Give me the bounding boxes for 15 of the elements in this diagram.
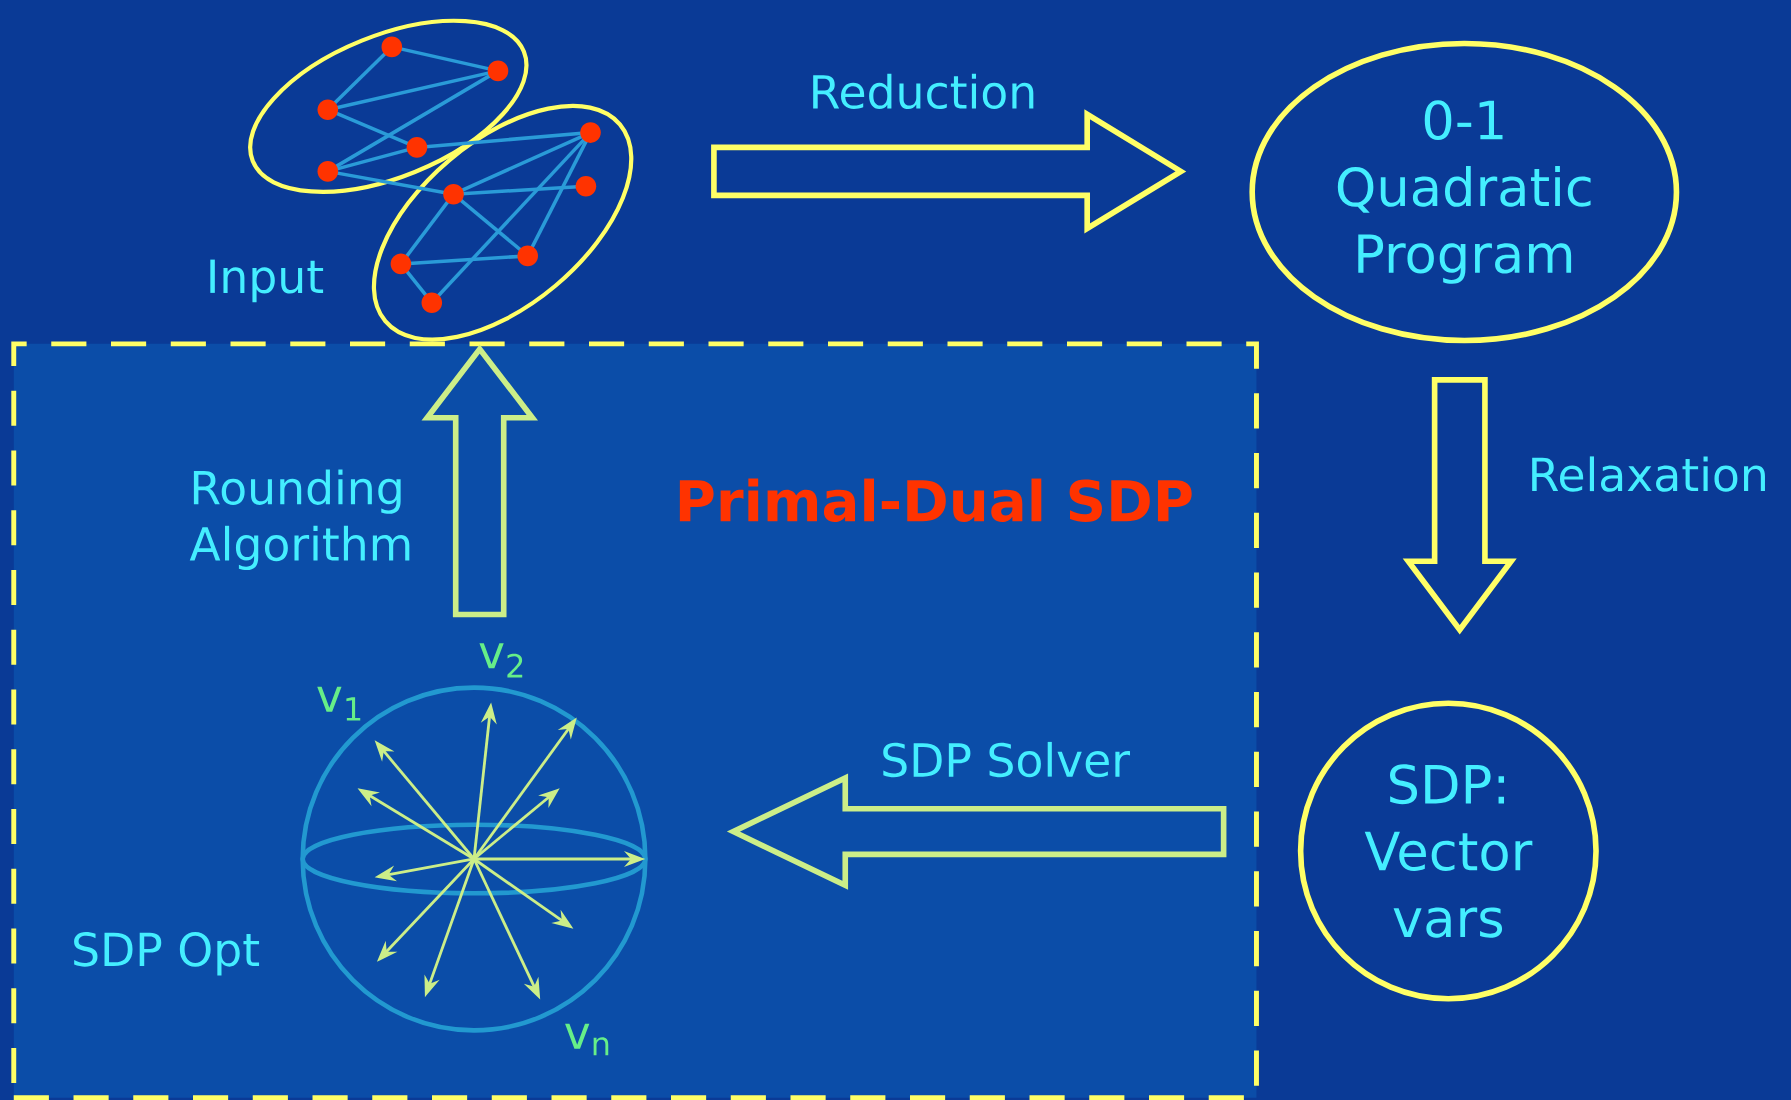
ellipse-node: 0-1 Quadratic Program [1249,40,1680,344]
vector-label: v$_{1}$ [317,686,361,721]
circle-node: SDP: Vector vars [1297,700,1599,1002]
vector-label: v$_{n}$ [565,1023,609,1056]
node-caption: SDP Opt [74,932,260,976]
edge-label: Relaxation [1532,456,1765,492]
edge-label: SDP Solver [883,741,1131,778]
node-caption: Input [210,259,324,303]
block-arrow [1402,377,1517,635]
block-arrow [726,773,1227,890]
block-arrow [421,344,538,618]
block-arrow [711,109,1187,234]
region-title: Primal-Dual SDP [679,478,1192,523]
edge-label: Reduction [813,73,1034,110]
edge-label: Rounding Algorithm [189,469,410,570]
